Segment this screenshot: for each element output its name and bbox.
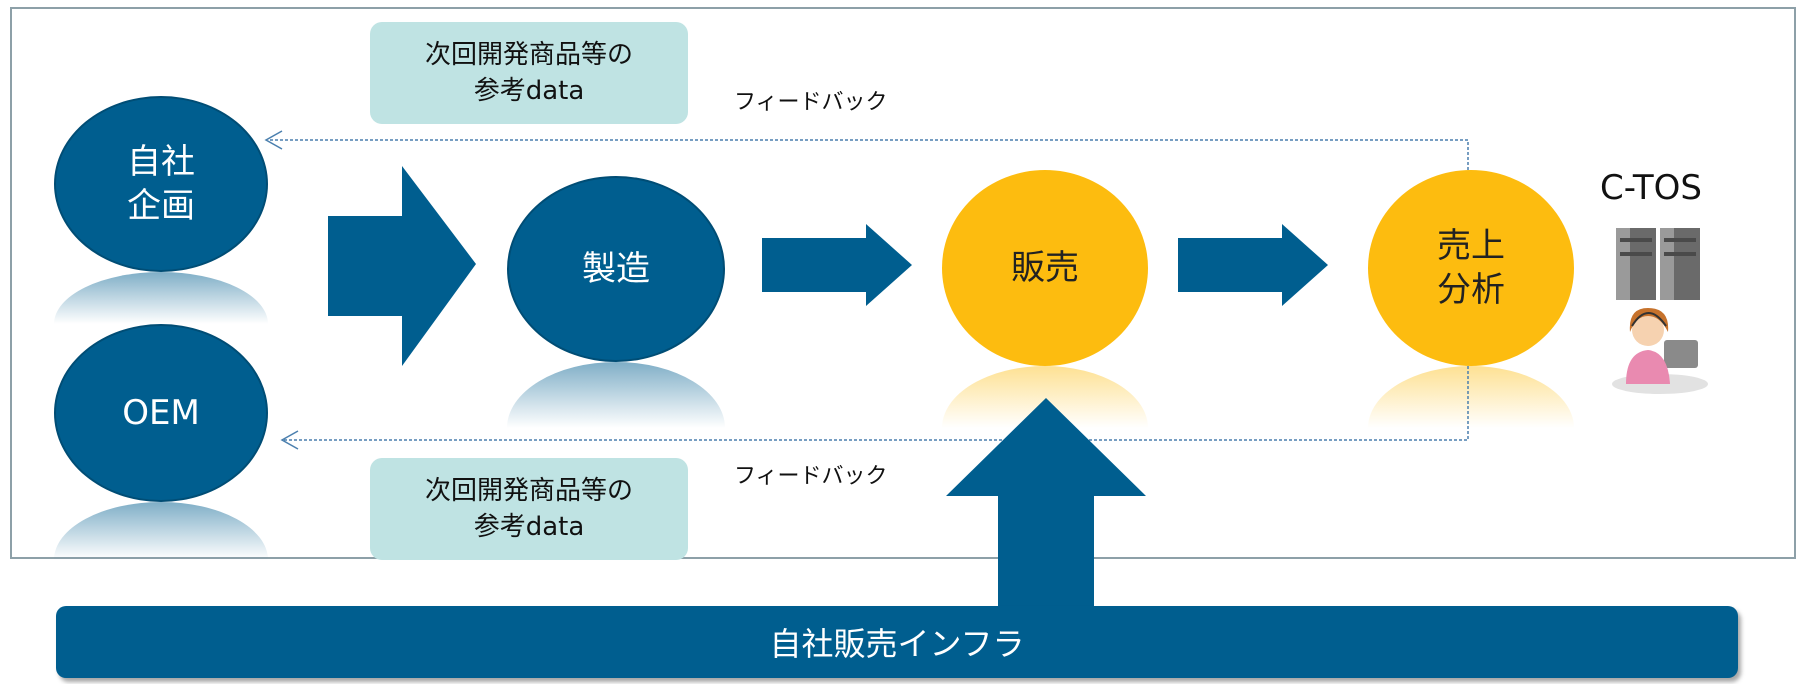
reference-data-note-bottom: 次回開発商品等の 参考data: [370, 458, 688, 560]
feedback-line-top: [264, 130, 1469, 170]
node-uriage-bunseki: 売上 分析: [1368, 170, 1574, 366]
flow-arrow-to-seizo: [328, 166, 476, 366]
flow-arrow-to-hanbai: [762, 224, 912, 306]
infra-bar: 自社販売インフラ: [56, 606, 1738, 678]
ctos-label: C-TOS: [1600, 168, 1702, 208]
infra-bar-label: 自社販売インフラ: [769, 625, 1025, 663]
reference-data-note-top: 次回開発商品等の 参考data: [370, 22, 688, 124]
node-seizo: 製造: [507, 176, 725, 362]
operator-icon: [1612, 308, 1708, 394]
node-hanbai: 販売: [942, 170, 1148, 366]
feedback-label-bottom: フィードバック: [734, 464, 888, 489]
feedback-label-top: フィードバック: [734, 90, 888, 115]
node-oem: OEM: [54, 324, 268, 502]
flow-arrow-to-uriage: [1178, 224, 1328, 306]
feedback-line-bottom: [280, 366, 1469, 450]
server-icon: [1616, 228, 1700, 300]
infra-up-arrow: [946, 398, 1146, 608]
node-jisha-kikaku: 自社 企画: [54, 96, 268, 272]
